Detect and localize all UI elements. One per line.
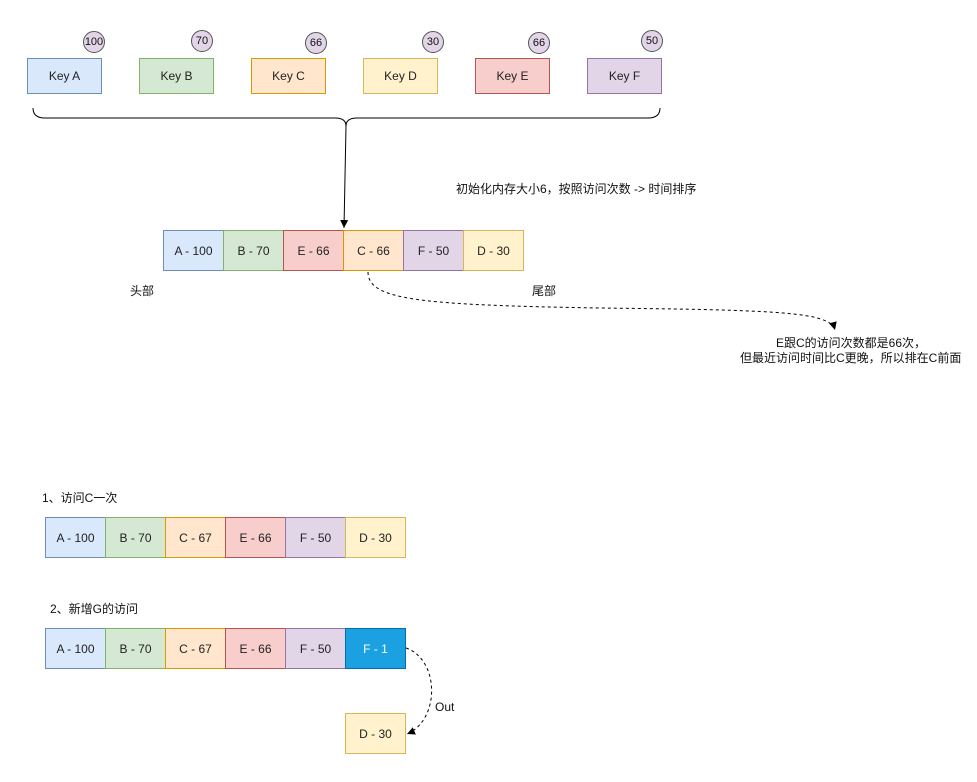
count-badge-b: 70 — [191, 30, 213, 52]
cache-cell: C - 66 — [343, 230, 404, 271]
out-label: Out — [435, 700, 455, 714]
eviction-arrow — [405, 647, 433, 735]
tie-note-connector — [367, 271, 837, 331]
insert-arrow — [340, 125, 349, 229]
cache-cell: A - 100 — [163, 230, 224, 271]
cache-cell: E - 66 — [225, 517, 286, 558]
cache-cell-new: F - 1 — [345, 628, 406, 669]
cache-cell: F - 50 — [403, 230, 464, 271]
key-box-b: Key B — [139, 58, 214, 94]
tail-label: 尾部 — [532, 284, 557, 298]
cache-cell: D - 30 — [463, 230, 524, 271]
cache-cell: A - 100 — [45, 628, 106, 669]
cache-cell: B - 70 — [223, 230, 284, 271]
cache-cell: C - 67 — [165, 628, 226, 669]
evicted-cell: D - 30 — [345, 713, 406, 754]
cache-cell: F - 50 — [285, 628, 346, 669]
count-badge-f: 50 — [641, 30, 663, 52]
cache-cell: B - 70 — [105, 517, 166, 558]
step1-title: 1、访问C一次 — [42, 491, 118, 505]
cache-cell: D - 30 — [345, 517, 406, 558]
key-box-e: Key E — [475, 58, 550, 94]
key-box-a: Key A — [27, 58, 102, 94]
step2-title: 2、新增G的访问 — [50, 602, 139, 616]
head-label: 头部 — [130, 284, 155, 298]
tie-note-line2: 但最近访问时间比C更晚，所以排在C前面 — [740, 351, 962, 365]
cache-cell: B - 70 — [105, 628, 166, 669]
grouping-brace — [32, 107, 661, 127]
cache-cell: E - 66 — [283, 230, 344, 271]
count-badge-a: 100 — [83, 31, 105, 53]
cache-cell: C - 67 — [165, 517, 226, 558]
key-box-f: Key F — [587, 58, 662, 94]
key-box-d: Key D — [363, 58, 438, 94]
cache-cell: E - 66 — [225, 628, 286, 669]
cache-cell: F - 50 — [285, 517, 346, 558]
count-badge-e: 66 — [528, 32, 550, 54]
init-note: 初始化内存大小6，按照访问次数 -> 时间排序 — [456, 182, 697, 196]
cache-cell: A - 100 — [45, 517, 106, 558]
count-badge-d: 30 — [422, 31, 444, 53]
count-badge-c: 66 — [305, 32, 327, 54]
tie-note-line1: E跟C的访问次数都是66次， — [776, 336, 927, 350]
key-box-c: Key C — [251, 58, 326, 94]
